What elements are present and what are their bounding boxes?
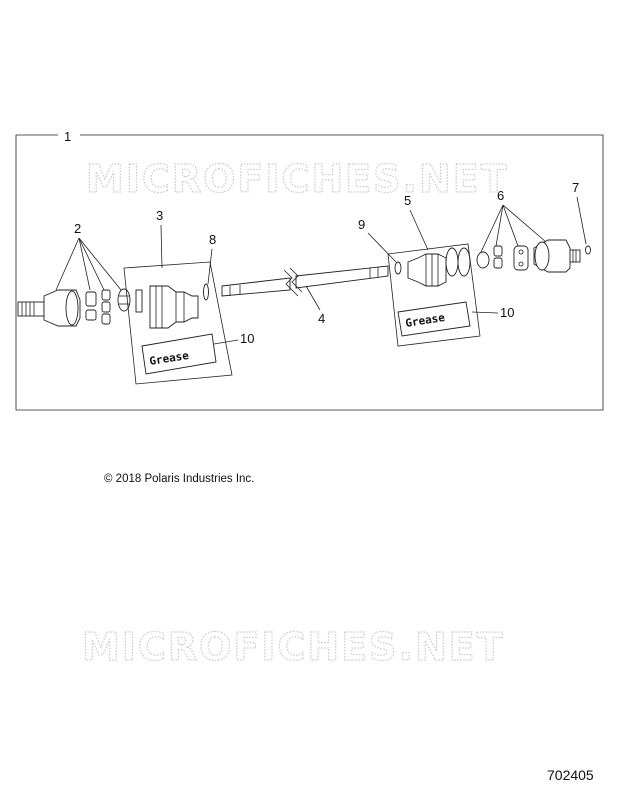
callout-10-left: 10 [240, 331, 254, 346]
copyright-text: © 2018 Polaris Industries Inc. [104, 473, 255, 485]
leader-line-3 [160, 224, 163, 269]
leader-line-8 [207, 248, 213, 285]
leader-line-10-left [213, 339, 239, 345]
grease-label-right: Grease [404, 311, 446, 330]
leader-line-9 [367, 232, 397, 263]
leader-lines-2 [55, 237, 122, 291]
leader-line-4 [305, 285, 321, 311]
retaining-ring-7 [585, 245, 591, 255]
watermark-bottom: MICROFICHES.NET [82, 625, 505, 669]
leader-line-7 [576, 196, 587, 245]
callout-7: 7 [572, 180, 579, 195]
callout-9: 9 [358, 217, 365, 232]
outer-cv-joint [17, 288, 131, 327]
leader-line-5 [409, 209, 429, 251]
callout-2: 2 [74, 221, 81, 236]
leader-line-10-right [471, 311, 499, 314]
callout-1: 1 [64, 129, 71, 144]
grease-label-left: Grease [148, 349, 190, 368]
snap-ring-8 [203, 283, 209, 301]
callout-8: 8 [209, 232, 216, 247]
boot-kit-right [387, 243, 481, 347]
callout-3: 3 [156, 208, 163, 223]
axle-shaft [221, 265, 389, 297]
snap-ring-9 [394, 261, 402, 275]
watermark-top: MICROFICHES.NET [86, 157, 509, 201]
figure-number: 702405 [547, 767, 594, 783]
callout-4: 4 [318, 311, 325, 326]
boot-kit-left [123, 261, 233, 385]
inner-cv-joint [476, 239, 581, 273]
assembly-frame [15, 134, 604, 411]
callout-6: 6 [497, 188, 504, 203]
leader-lines-6 [480, 204, 547, 253]
callout-5: 5 [404, 193, 411, 208]
callout-10-right: 10 [500, 305, 514, 320]
